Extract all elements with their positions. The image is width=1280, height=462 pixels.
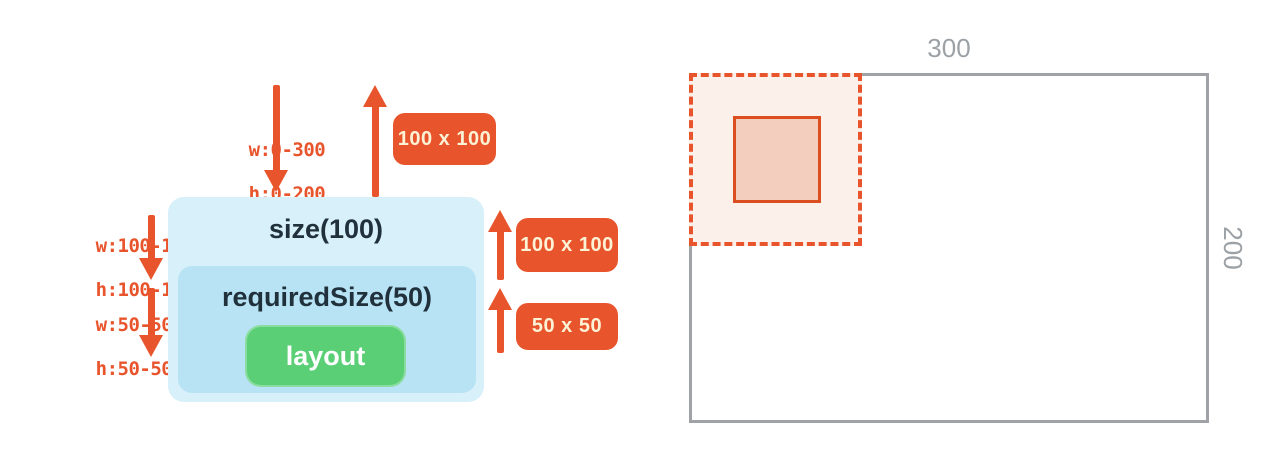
container-height-value: 200 xyxy=(1218,226,1249,270)
arrow-up-size-result-icon xyxy=(488,210,512,280)
layout-node-label: layout xyxy=(285,340,366,371)
container-height-label: 200 xyxy=(1218,218,1249,278)
arrow-up-reported-size-icon xyxy=(363,85,387,197)
size-modifier-label: size(100) xyxy=(268,214,384,244)
measured-size-badge-bottom: 50 x 50 xyxy=(516,303,618,350)
arrow-down-incoming-constraints-icon xyxy=(264,85,288,192)
measured-size-badge-middle: 100 x 100 xyxy=(516,218,618,272)
arrow-down-required-constraints-icon xyxy=(139,288,163,357)
arrow-down-size-constraints-icon xyxy=(139,215,163,280)
required-size-constraints-height: h:50-50 xyxy=(95,358,173,380)
required-size-modifier-label: requiredSize(50) xyxy=(221,282,433,312)
layout-node-box: layout xyxy=(245,325,406,387)
container-width-label: 300 xyxy=(927,33,971,63)
incoming-constraints-width: w:0-300 xyxy=(248,139,326,161)
arrow-up-required-result-icon xyxy=(488,288,512,353)
placed-layout-square xyxy=(733,116,821,203)
measured-size-badge-top: 100 x 100 xyxy=(393,113,496,165)
